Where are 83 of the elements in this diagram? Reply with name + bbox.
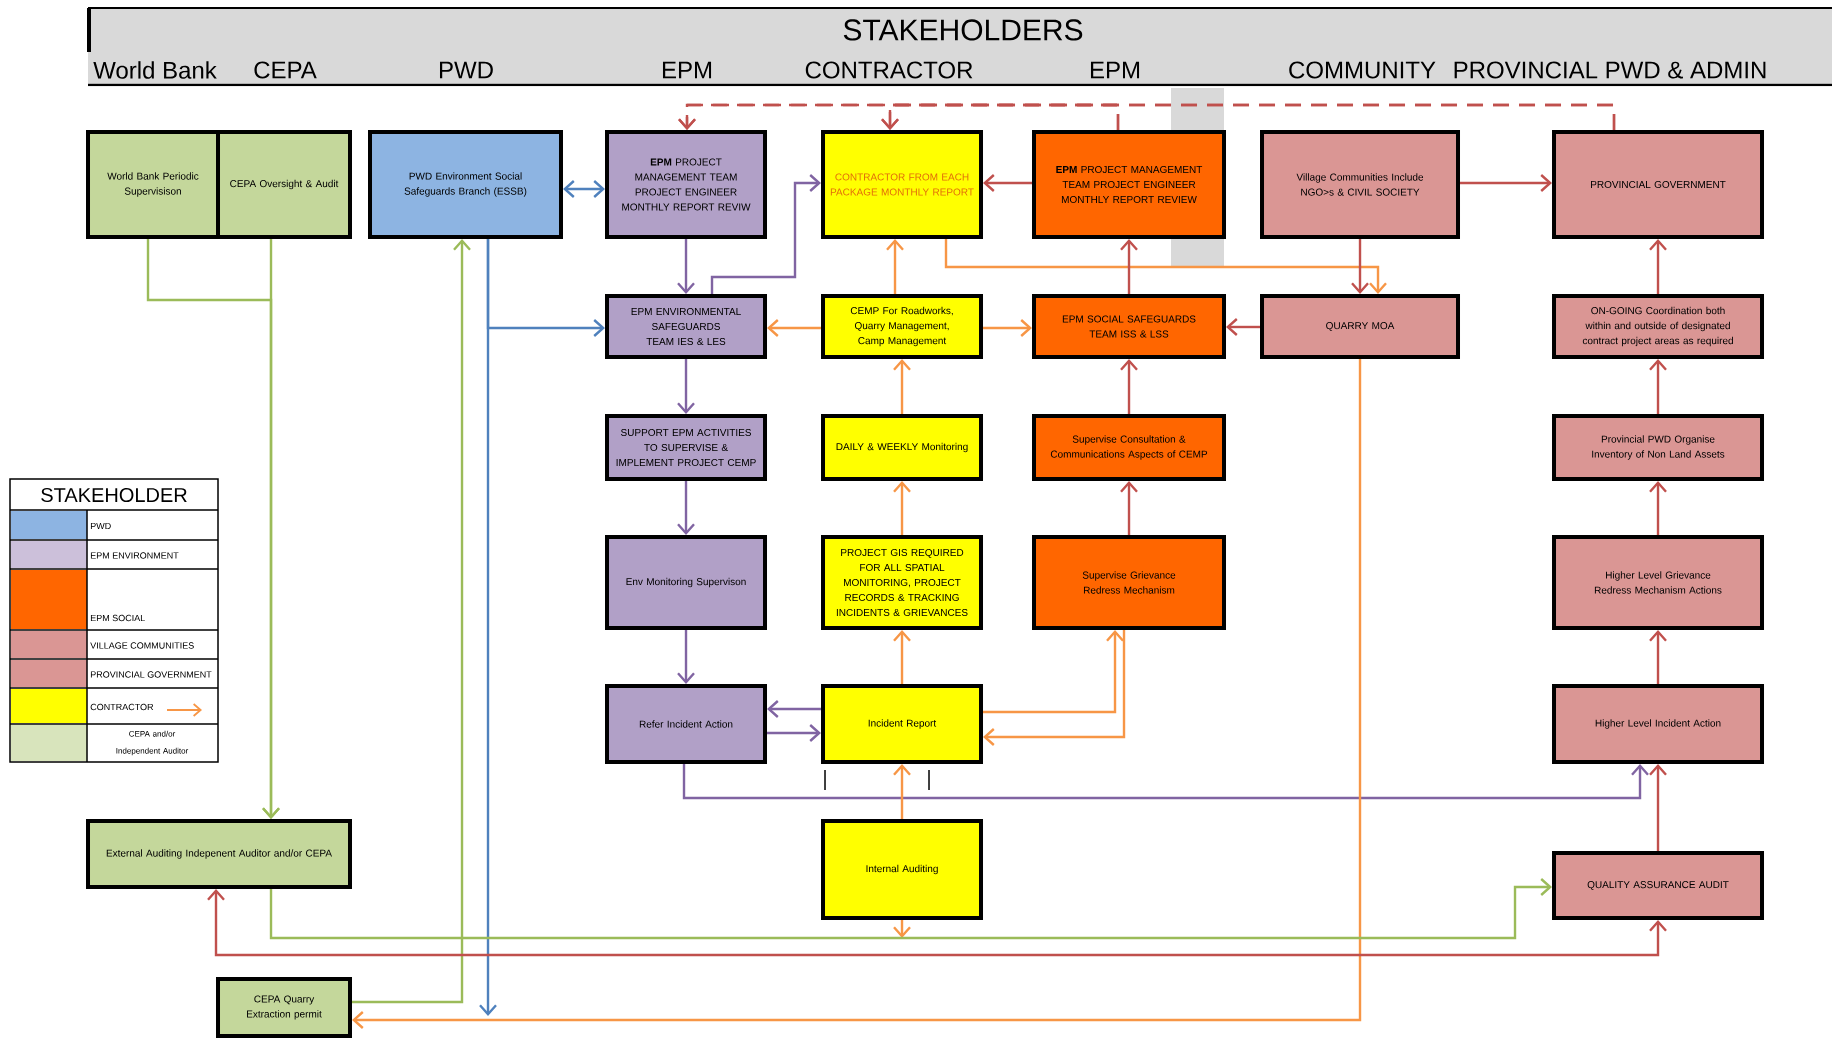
process-box: QUALITY ASSURANCE AUDIT: [1552, 851, 1764, 920]
arrow: [767, 700, 821, 718]
process-box: Supervise Grievance Redress Mechanism: [1032, 535, 1226, 630]
process-box: Village Communities Include NGO>s & CIVIL SOCIETY: [1260, 130, 1460, 239]
arrow: [983, 174, 1032, 192]
arrow: [1649, 239, 1667, 294]
column-heading: PROVINCIAL PWD & ADMIN: [1454, 61, 1766, 79]
arrow: [1649, 359, 1667, 414]
process-box: DAILY & WEEKLY Monitoring: [821, 414, 983, 481]
process-box: SUPPORT EPM ACTIVITIES TO SUPERVISE & IMPLEMENT PROJECT CEMP: [605, 414, 767, 481]
process-box: CEPA Oversight & Audit: [216, 130, 352, 239]
process-box: ON-GOING Coordination both within and outside of designated contract project areas as required: [1552, 294, 1764, 359]
legend-label: CEPA and/or Independent Auditor: [116, 730, 189, 756]
process-box: Refer Incident Action: [605, 684, 767, 764]
arrow: [1649, 764, 1667, 851]
arrow: [677, 630, 695, 684]
process-box: Higher Level Grievance Redress Mechanism Actions: [1552, 535, 1764, 630]
legend-label: PWD: [90, 522, 111, 530]
arrow: [1120, 359, 1138, 414]
process-box: CEPA Quarry Extraction permit: [216, 977, 352, 1038]
arrow: [767, 319, 821, 337]
column-heading: PWD: [440, 61, 493, 79]
process-box: Higher Level Incident Action: [1552, 684, 1764, 764]
process-box: CEMP For Roadworks, Quarry Management, Camp Management: [821, 294, 983, 359]
column-heading: COMMUNITY: [1289, 61, 1436, 79]
arrow: [983, 630, 1124, 714]
process-box: World Bank Periodic Supervisison: [86, 130, 220, 239]
arrow: [1120, 239, 1138, 294]
arrow: [893, 630, 911, 684]
arrow: [710, 174, 821, 294]
process-box: External Auditing Indepenent Auditor and/or CEPA: [86, 819, 352, 889]
arrow: [1120, 481, 1138, 535]
process-box: CONTRACTOR FROM EACH PACKAGE MONTHLY REPORT: [821, 130, 983, 239]
arrow: [1460, 174, 1552, 192]
legend-title: STAKEHOLDER: [41, 487, 187, 503]
process-box: PROJECT GIS REQUIRED FOR ALL SPATIAL MONITORING, PROJECT RECORDS & TRACKING INCIDENTS & GRIEVANCES: [821, 535, 983, 630]
column-heading: EPM: [663, 61, 712, 79]
arrow: [767, 724, 821, 742]
arrow: [886, 239, 904, 294]
arrow: [262, 239, 280, 819]
arrow: [352, 359, 1362, 1029]
process-box: Env Monitoring Supervison: [605, 535, 767, 630]
arrow: [1351, 239, 1369, 294]
arrow: [1649, 630, 1667, 684]
process-box: Supervise Consultation & Communications Aspects of CEMP: [1032, 414, 1226, 481]
arrow: [983, 319, 1032, 337]
process-box: EPM PROJECT MANAGEMENT TEAM PROJECT ENGINEER MONTHLY REPORT REVIW: [605, 130, 767, 239]
arrow: [893, 764, 911, 819]
arrow: [1226, 318, 1260, 336]
title: STAKEHOLDERS: [843, 19, 1083, 41]
arrow: [677, 359, 695, 414]
arrow: [479, 239, 497, 1016]
legend-label: PROVINCIAL GOVERNMENT: [90, 671, 212, 678]
process-box: Incident Report: [821, 684, 983, 764]
column-heading: World Bank: [93, 61, 217, 79]
arrow: [269, 878, 1552, 940]
column-heading: CEPA: [254, 61, 317, 79]
process-box: EPM SOCIAL SAFEGUARDS TEAM ISS & LSS: [1032, 294, 1226, 359]
column-heading: CONTRACTOR: [805, 61, 973, 79]
arrow: [881, 103, 1616, 130]
legend-label: EPM SOCIAL: [90, 614, 145, 622]
process-box: Internal Auditing: [821, 819, 983, 920]
arrow: [893, 481, 911, 535]
process-box: EPM ENVIRONMENTAL SAFEGUARDS TEAM IES & LES: [605, 294, 767, 359]
arrow: [677, 481, 695, 535]
process-box: EPM PROJECT MANAGEMENT TEAM PROJECT ENGINEER MONTHLY REPORT REVIEW: [1032, 130, 1226, 239]
arrow: [983, 630, 1126, 746]
arrow: [677, 239, 695, 294]
arrow: [1649, 481, 1667, 535]
arrow: [893, 359, 911, 414]
arrow: [352, 239, 471, 1004]
legend-label: EPM ENVIRONMENT: [90, 552, 179, 559]
legend-label: CONTRACTOR: [90, 703, 154, 711]
process-box: Provincial PWD Organise Inventory of Non Land Assets: [1552, 414, 1764, 481]
process-box: QUARRY MOA: [1260, 294, 1460, 359]
process-box: PROVINCIAL GOVERNMENT: [1552, 130, 1764, 239]
process-box: PWD Environment Social Safeguards Branch (ESSB): [368, 130, 563, 239]
arrow: [563, 180, 605, 198]
arrow: [944, 239, 1387, 294]
arrow: [207, 889, 1667, 957]
legend-label: VILLAGE COMMUNITIES: [90, 642, 194, 649]
column-heading: EPM: [1091, 61, 1140, 79]
arrow: [682, 764, 1649, 800]
